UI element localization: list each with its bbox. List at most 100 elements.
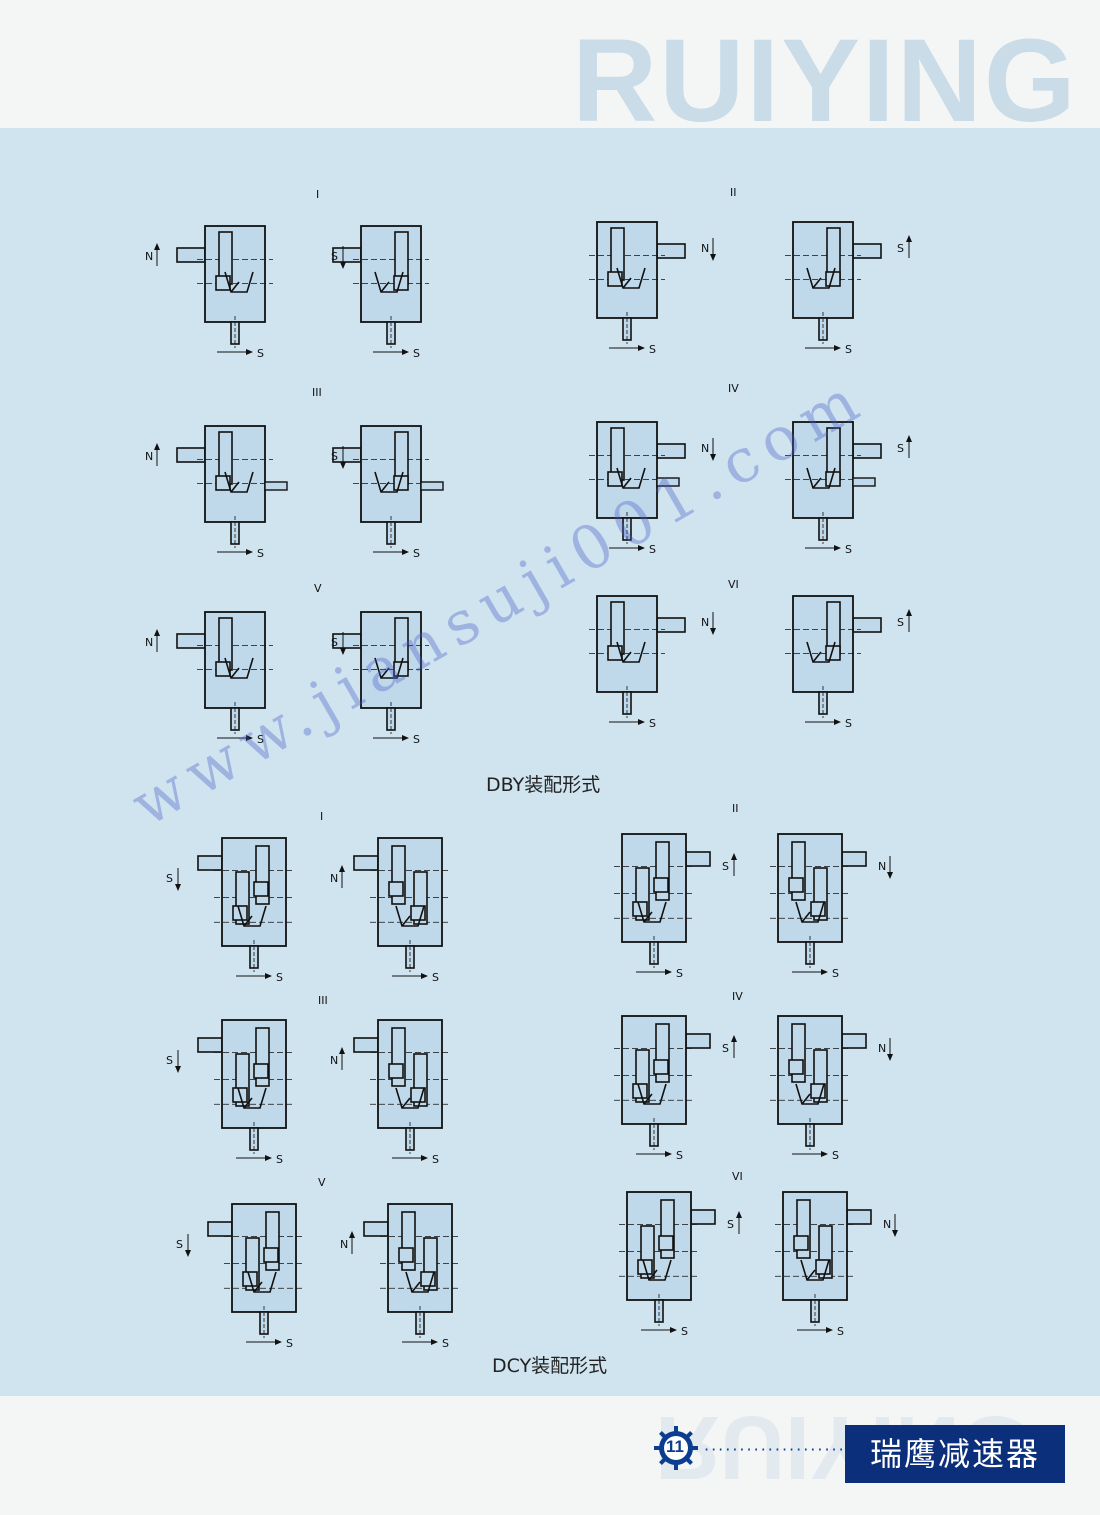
arrow-head xyxy=(154,443,160,450)
input-rotation-label: N xyxy=(330,1054,338,1067)
bevel-gear-tooth xyxy=(801,1093,811,1105)
output-rotation-label: S xyxy=(676,1149,683,1162)
gear-block xyxy=(788,1059,804,1075)
bevel-gear xyxy=(637,901,667,923)
housing-box xyxy=(360,425,422,523)
figure-roman-label: I xyxy=(320,810,323,823)
bevel-gear xyxy=(795,901,825,923)
input-rotation-label: N xyxy=(701,442,709,455)
bevel-gear-tooth xyxy=(648,1269,658,1281)
arrow-head xyxy=(887,872,893,879)
input-rotation-label: N xyxy=(878,1042,886,1055)
arrow-head xyxy=(340,648,346,655)
gearbox-unit: SN xyxy=(589,421,716,556)
gearbox-unit: SN xyxy=(330,837,450,984)
arrow-head xyxy=(665,1151,672,1157)
bevel-gear-tooth xyxy=(812,651,822,663)
arrow-head xyxy=(154,243,160,250)
arrow-head xyxy=(185,1250,191,1257)
input-rotation-label: S xyxy=(331,450,338,463)
input-rotation-label: N xyxy=(340,1238,348,1251)
arrow-head xyxy=(670,1327,677,1333)
diagram-panel xyxy=(0,128,1100,1396)
arrow-head xyxy=(339,865,345,872)
figure-roman-label: III xyxy=(312,386,322,399)
housing-box xyxy=(792,421,854,519)
output-rotation-label: S xyxy=(649,543,656,556)
arrow-head xyxy=(246,549,253,555)
arrow-head xyxy=(402,735,409,741)
figure-roman-label: II xyxy=(730,186,737,199)
bevel-gear xyxy=(224,271,254,293)
gearbox-unit: SS xyxy=(785,421,912,556)
gearbox-unit: SN xyxy=(145,225,273,360)
gearbox-unit: SS xyxy=(331,425,429,560)
bevel-gear-tooth xyxy=(380,281,390,293)
bevel-gear-tooth xyxy=(230,281,240,293)
input-shaft xyxy=(846,1209,872,1225)
gear-block xyxy=(658,1235,674,1251)
gear-block xyxy=(263,1247,279,1263)
housing-box xyxy=(596,421,658,519)
output-rotation-label: S xyxy=(837,1325,844,1338)
bevel-gear xyxy=(642,1259,672,1281)
gear-block xyxy=(253,1063,269,1079)
bevel-gear xyxy=(616,641,646,663)
arrow-head xyxy=(638,719,645,725)
extra-shaft xyxy=(852,477,876,487)
output-rotation-label: S xyxy=(257,547,264,560)
output-rotation-label: S xyxy=(432,971,439,984)
input-rotation-label: S xyxy=(722,1042,729,1055)
housing-box xyxy=(377,1019,443,1129)
gear-icon xyxy=(654,1426,698,1470)
bevel-gear-tooth xyxy=(812,477,822,489)
output-rotation-label: S xyxy=(413,347,420,360)
bevel-gear-tooth xyxy=(801,911,811,923)
gearbox-unit: SS xyxy=(619,1191,742,1338)
arrow-head xyxy=(834,345,841,351)
housing-box xyxy=(204,425,266,523)
gear-block xyxy=(388,1063,404,1079)
arrow-head xyxy=(892,1230,898,1237)
input-rotation-label: N xyxy=(145,250,153,263)
arrow-head xyxy=(175,884,181,891)
output-rotation-label: S xyxy=(649,343,656,356)
gear-block xyxy=(388,881,404,897)
housing-box xyxy=(792,595,854,693)
input-shaft xyxy=(690,1209,716,1225)
figure-roman-label: I xyxy=(316,188,319,201)
arrow-head xyxy=(906,609,912,616)
bevel-gear xyxy=(616,267,646,289)
bevel-gear-tooth xyxy=(380,481,390,493)
bevel-gear-tooth xyxy=(643,911,653,923)
output-rotation-label: S xyxy=(649,717,656,730)
figure-roman-label: VI xyxy=(728,578,739,591)
housing-box xyxy=(777,833,843,943)
gear-block xyxy=(398,1247,414,1263)
arrow-head xyxy=(340,262,346,269)
bevel-gear xyxy=(237,1087,267,1109)
arrow-head xyxy=(906,235,912,242)
input-rotation-label: S xyxy=(166,1054,173,1067)
dby-section-title: DBY装配形式 xyxy=(486,774,601,796)
gearbox-unit: SS xyxy=(614,1015,737,1162)
housing-box xyxy=(596,221,658,319)
housing-box xyxy=(596,595,658,693)
gearbox-unit: SS xyxy=(166,837,294,984)
input-shaft xyxy=(353,1037,379,1053)
output-rotation-label: S xyxy=(432,1153,439,1166)
input-rotation-label: N xyxy=(145,636,153,649)
header-brand-text: RUIYING xyxy=(572,15,1078,147)
input-rotation-label: N xyxy=(701,242,709,255)
figure-roman-label: V xyxy=(314,582,322,595)
arrow-head xyxy=(710,254,716,261)
arrow-head xyxy=(736,1211,742,1218)
input-rotation-label: S xyxy=(166,872,173,885)
bevel-gear-tooth xyxy=(643,1093,653,1105)
arrow-head xyxy=(265,1155,272,1161)
input-rotation-label: S xyxy=(176,1238,183,1251)
input-rotation-label: S xyxy=(897,242,904,255)
housing-box xyxy=(782,1191,848,1301)
input-shaft xyxy=(685,1033,711,1049)
